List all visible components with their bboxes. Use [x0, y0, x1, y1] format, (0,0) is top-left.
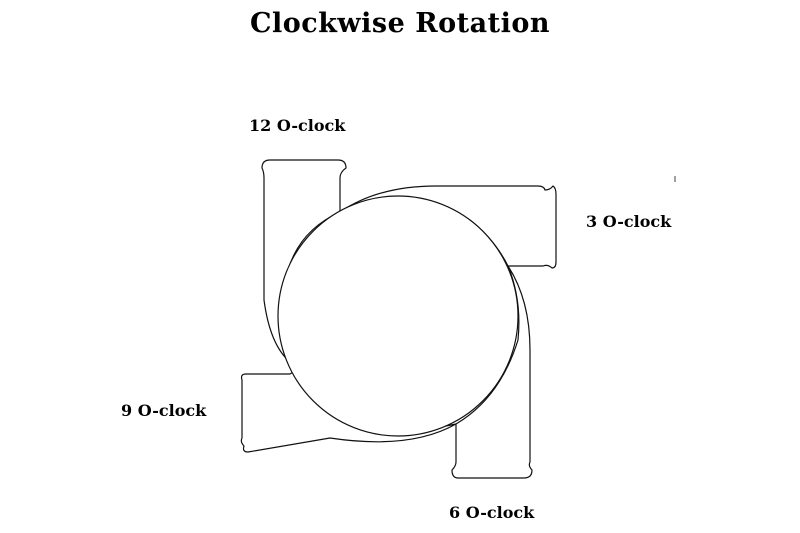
label-6-oclock: 6 O-clock	[449, 503, 535, 522]
label-9-oclock: 9 O-clock	[121, 401, 207, 420]
central-rotor	[277, 195, 519, 437]
diagram-title: Clockwise Rotation	[250, 8, 550, 39]
pipe-6-oclock	[451, 265, 533, 479]
label-3-oclock: 3 O-clock	[586, 212, 672, 231]
label-12-oclock: 12 O-clock	[249, 116, 346, 135]
